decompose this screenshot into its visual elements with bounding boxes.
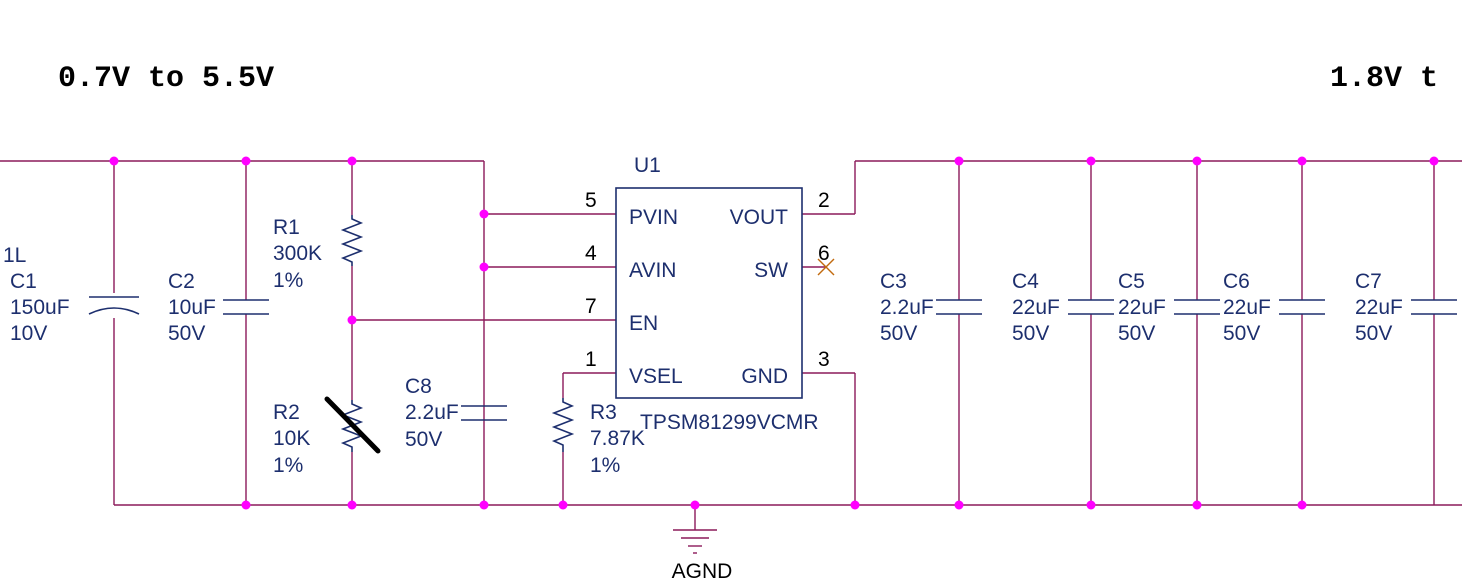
pin-num-6: 6 xyxy=(818,242,830,265)
ic-u1[interactable]: U1 TPSM81299VCMR PVIN AVIN EN VSEL VOUT … xyxy=(585,154,830,434)
c2-ref: C2 xyxy=(168,270,195,293)
r2-ref: R2 xyxy=(273,401,300,424)
c7-ref: C7 xyxy=(1355,270,1382,293)
pin-name-sw: SW xyxy=(754,259,788,282)
pin-num-3: 3 xyxy=(818,348,830,371)
c6-ref: C6 xyxy=(1223,270,1250,293)
c8-value: 2.2uF xyxy=(405,401,459,424)
c1-prefix: 1L xyxy=(3,244,26,267)
c1-ref: C1 xyxy=(10,270,37,293)
c5-rating: 50V xyxy=(1118,322,1155,345)
pin-name-vout: VOUT xyxy=(730,206,789,229)
adjust-arrow-icon xyxy=(324,396,381,454)
c7-rating: 50V xyxy=(1355,322,1392,345)
c3-value: 2.2uF xyxy=(880,296,934,319)
c8-ref: C8 xyxy=(405,375,432,398)
r1-ref: R1 xyxy=(273,216,300,239)
output-range-label: 1.8V t xyxy=(1330,62,1438,96)
c4-rating: 50V xyxy=(1012,322,1049,345)
c2-value: 10uF xyxy=(168,296,216,319)
ground-symbol[interactable]: AGND xyxy=(672,529,733,583)
c4-ref: C4 xyxy=(1012,270,1039,293)
pin-name-avin: AVIN xyxy=(629,259,676,282)
c6-value: 22uF xyxy=(1223,296,1271,319)
input-range-label: 0.7V to 5.5V xyxy=(58,62,274,96)
ground-label: AGND xyxy=(672,560,733,583)
c8-rating: 50V xyxy=(405,428,442,451)
c1-value: 150uF xyxy=(10,296,70,319)
r2-value: 10K xyxy=(273,427,310,450)
pin-name-vsel: VSEL xyxy=(629,365,683,388)
resistor-r1[interactable]: R1 300K 1% xyxy=(273,215,364,292)
ic-ref: U1 xyxy=(634,154,661,177)
c6-rating: 50V xyxy=(1223,322,1260,345)
capacitor-c4[interactable]: C4 22uF 50V xyxy=(1012,270,1114,345)
r3-ref: R3 xyxy=(590,401,617,424)
c1-rating: 10V xyxy=(10,322,47,345)
pin-num-1: 1 xyxy=(585,348,597,371)
resistor-r2[interactable]: R2 10K 1% xyxy=(273,396,381,477)
pin-num-4: 4 xyxy=(585,242,597,265)
r3-value: 7.87K xyxy=(590,427,645,450)
pin-num-2: 2 xyxy=(818,189,830,212)
capacitor-c7[interactable]: C7 22uF 50V xyxy=(1355,270,1457,345)
c5-ref: C5 xyxy=(1118,270,1145,293)
resistor-r3[interactable]: R3 7.87K 1% xyxy=(551,398,645,477)
pin-name-gnd: GND xyxy=(741,365,788,388)
capacitor-c8[interactable]: C8 2.2uF 50V xyxy=(405,375,507,451)
pin-name-en: EN xyxy=(629,312,658,335)
r3-tolerance: 1% xyxy=(590,454,620,477)
capacitor-c1[interactable]: 1L C1 150uF 10V xyxy=(3,244,140,345)
c5-value: 22uF xyxy=(1118,296,1166,319)
ic-part-number: TPSM81299VCMR xyxy=(640,411,819,434)
pin-num-7: 7 xyxy=(585,295,597,318)
r1-value: 300K xyxy=(273,242,322,265)
junctions xyxy=(109,156,1439,510)
capacitor-c3[interactable]: C3 2.2uF 50V xyxy=(880,270,982,345)
c2-rating: 50V xyxy=(168,322,205,345)
c4-value: 22uF xyxy=(1012,296,1060,319)
c7-value: 22uF xyxy=(1355,296,1403,319)
no-connect-icon xyxy=(817,258,835,276)
capacitor-c6[interactable]: C6 22uF 50V xyxy=(1223,270,1325,345)
r1-tolerance: 1% xyxy=(273,269,303,292)
pin-num-5: 5 xyxy=(585,189,597,212)
pin-name-pvin: PVIN xyxy=(629,206,678,229)
r2-tolerance: 1% xyxy=(273,454,303,477)
capacitor-c5[interactable]: C5 22uF 50V xyxy=(1118,270,1220,345)
c3-ref: C3 xyxy=(880,270,907,293)
c3-rating: 50V xyxy=(880,322,917,345)
capacitor-c2[interactable]: C2 10uF 50V xyxy=(168,270,269,345)
